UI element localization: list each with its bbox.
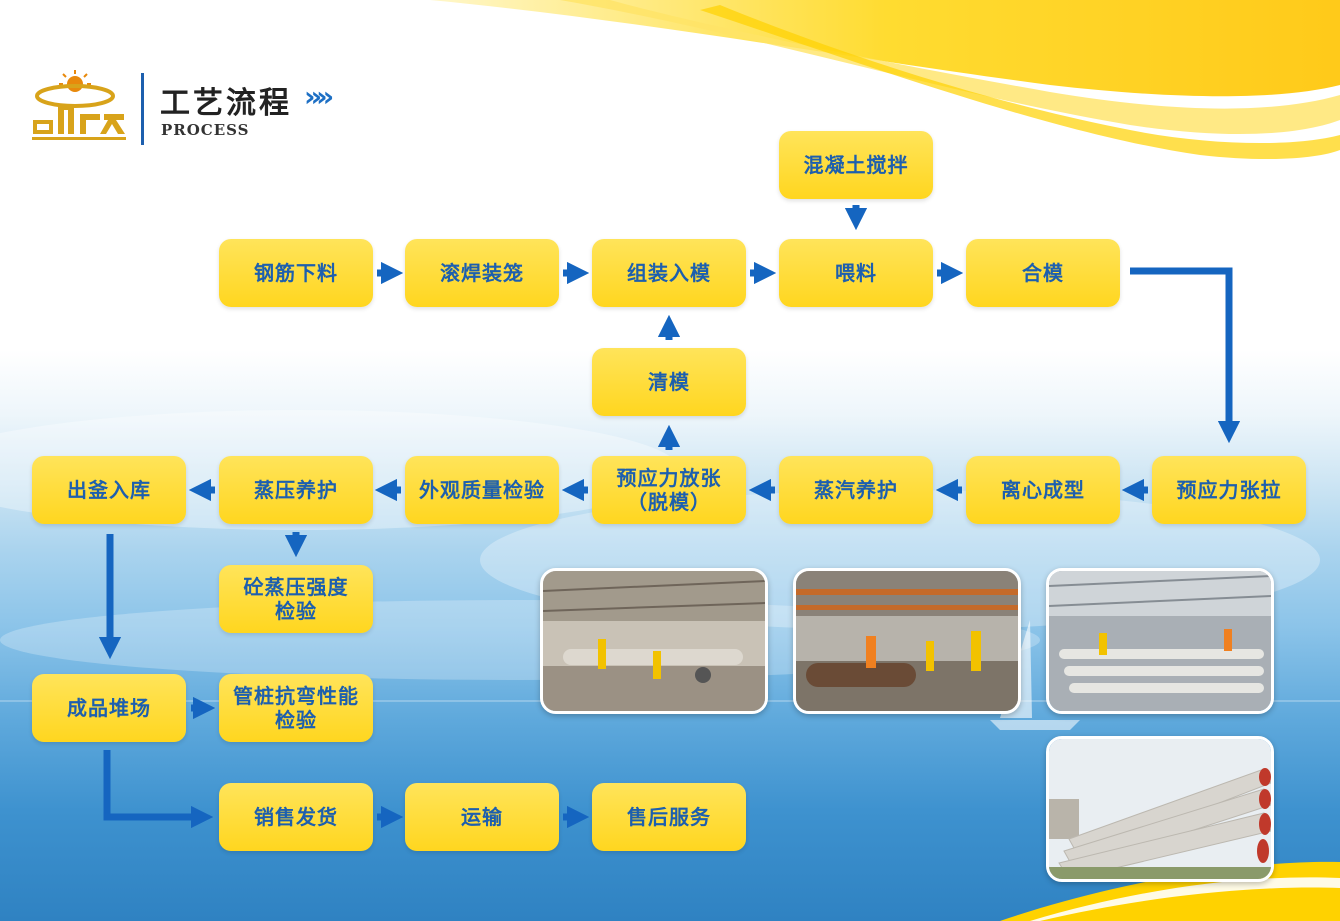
step-close-mold: 合模 [966,239,1120,307]
step-transport: 运输 [405,783,559,851]
step-assemble-mold: 组装入模 [592,239,746,307]
step-prestress-release: 预应力放张 （脱模） [592,456,746,524]
arrow-yard-delivery [103,750,214,829]
step-delivery: 销售发货 [219,783,373,851]
step-roll-welding: 滚焊装笼 [405,239,559,307]
finished-piles-photo [1046,736,1274,882]
step-clean-mold: 清模 [592,348,746,416]
step-steam-curing: 蒸汽养护 [779,456,933,524]
step-concrete-mixing: 混凝土搅拌 [779,131,933,199]
step-feeding: 喂料 [779,239,933,307]
step-bending-test: 管桩抗弯性能 检验 [219,674,373,742]
header-divider [141,73,144,145]
step-appearance-check: 外观质量检验 [405,456,559,524]
step-yard: 成品堆场 [32,674,186,742]
step-out-kettle: 出釜入库 [32,456,186,524]
page-title: 工艺流程 [160,86,292,121]
page-subtitle: PROCESS [161,121,250,139]
step-strength-test: 砼蒸压强度 检验 [219,565,373,633]
step-after-sales: 售后服务 [592,783,746,851]
step-prestress-tension: 预应力张拉 [1152,456,1306,524]
step-autoclave-curing: 蒸压养护 [219,456,373,524]
arrow-closemold-tension [1130,267,1241,444]
factory-photo-3 [1046,568,1274,714]
factory-photo-2 [793,568,1021,714]
step-centrifugal: 离心成型 [966,456,1120,524]
sun-logo-icon [30,70,130,145]
factory-photo-1 [540,568,768,714]
step-rebar-cutting: 钢筋下料 [219,239,373,307]
